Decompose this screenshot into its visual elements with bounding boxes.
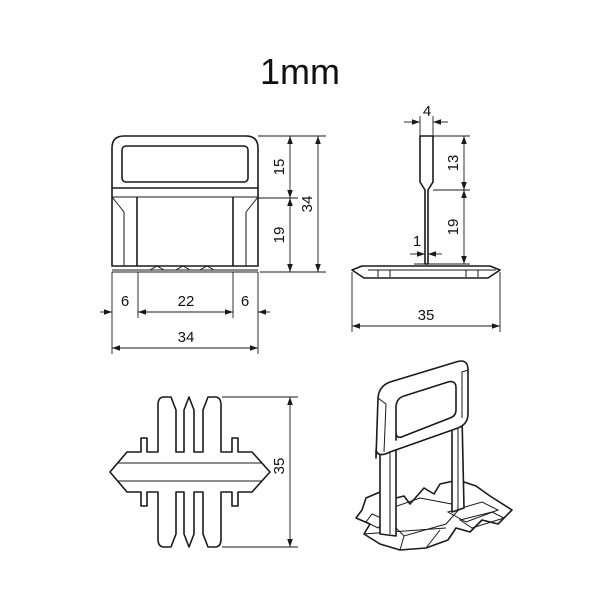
dim-front-width-middle: 22 — [178, 293, 195, 310]
plan-view-dimensions: 35 — [222, 396, 298, 548]
dim-front-width-total: 34 — [178, 329, 195, 346]
front-view-dimensions: 15 19 34 6 22 6 34 — [100, 135, 326, 354]
dim-side-height-top: 13 — [445, 155, 462, 172]
dim-side-stem-thickness: 1 — [413, 233, 421, 250]
plan-view — [109, 396, 271, 548]
isometric-view — [355, 360, 513, 551]
side-view — [351, 135, 501, 279]
drawing-title: 1mm — [260, 51, 340, 92]
side-view-dimensions: 4 13 19 1 35 — [351, 103, 501, 332]
dim-plan-base-length: 35 — [271, 458, 288, 475]
dim-front-width-right: 6 — [241, 293, 249, 310]
dim-side-base-width: 35 — [418, 307, 435, 324]
dim-front-height-top: 15 — [271, 159, 288, 176]
dim-side-thickness-top: 4 — [423, 103, 431, 120]
dim-side-height-bottom: 19 — [445, 219, 462, 236]
dim-front-width-left: 6 — [121, 293, 129, 310]
dim-front-height-bottom: 19 — [271, 227, 288, 244]
front-view — [111, 135, 259, 273]
dim-front-height-total: 34 — [299, 196, 316, 213]
